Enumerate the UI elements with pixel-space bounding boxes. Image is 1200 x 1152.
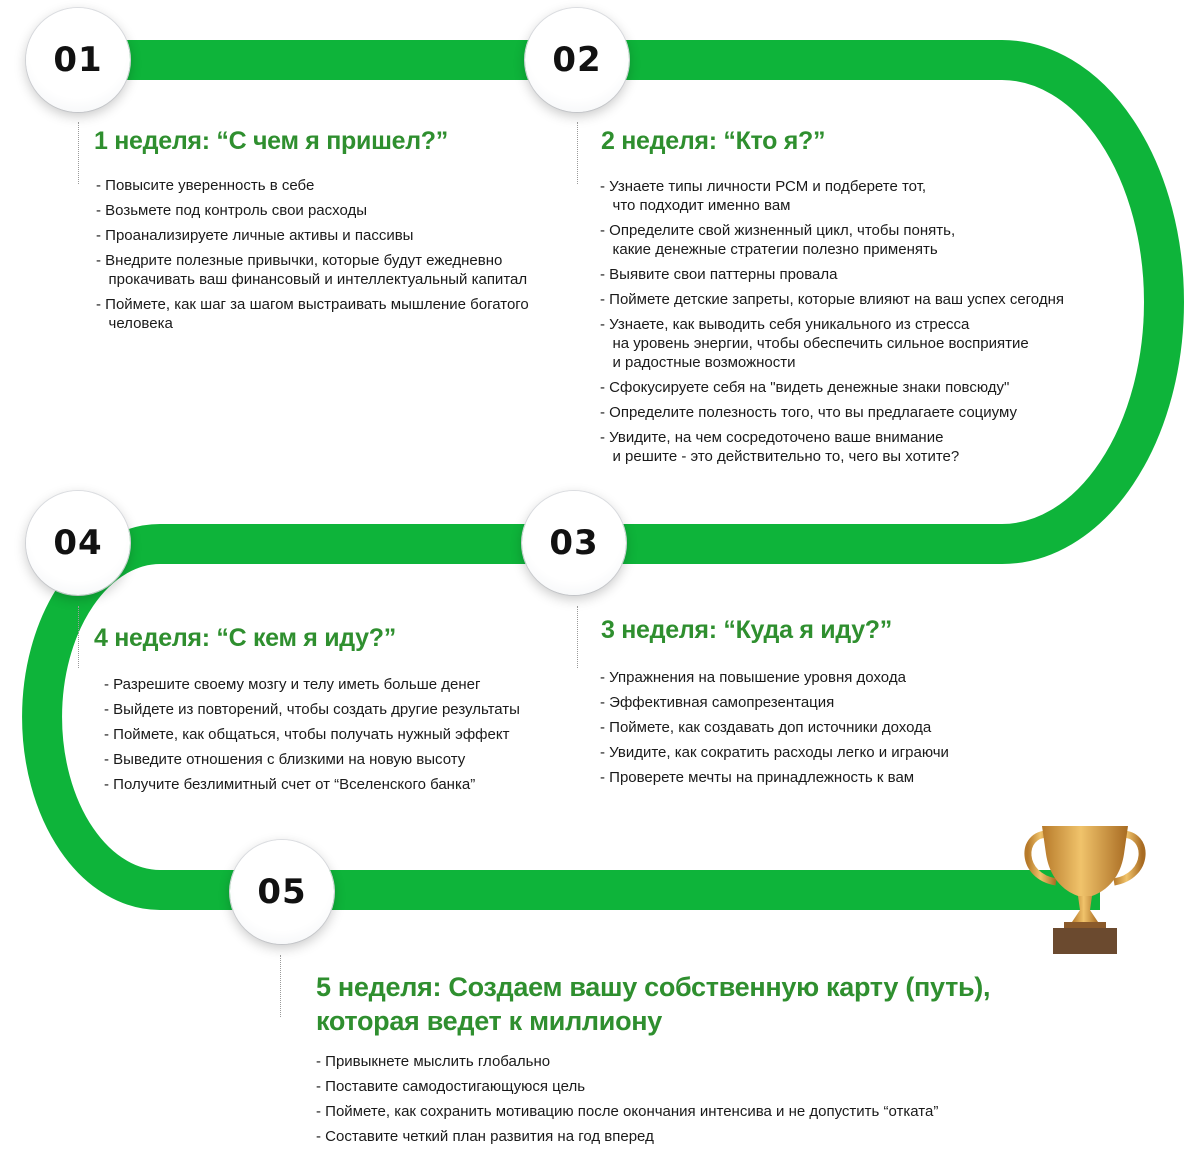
list-item: - Поймете, как общаться, чтобы получать … xyxy=(104,726,510,743)
step-number-label: 03 xyxy=(549,523,599,563)
list-item: - Увидите, на чем сосредоточено ваше вни… xyxy=(600,429,960,465)
step-number-label: 01 xyxy=(53,40,103,80)
step-number-04: 04 xyxy=(26,491,130,595)
list-item: - Возьмете под контроль свои расходы xyxy=(96,202,368,219)
step-1-title: 1 неделя: “С чем я пришел?” xyxy=(94,127,448,155)
list-item: - Внедрите полезные привычки, которые бу… xyxy=(96,252,528,288)
step-3-list: - Упражнения на повышение уровня дохода … xyxy=(600,668,949,793)
step-5-title-line-1: 5 неделя: Создаем вашу собственную карту… xyxy=(316,972,991,1002)
list-item: - Поймете, как создавать доп источники д… xyxy=(600,719,932,736)
connector-line-01 xyxy=(78,122,79,184)
list-item: - Привыкнете мыслить глобально xyxy=(316,1053,551,1070)
list-item: - Повысите уверенность в себе xyxy=(96,177,315,194)
list-item: - Упражнения на повышение уровня дохода xyxy=(600,669,906,686)
step-2-title: 2 неделя: “Кто я?” xyxy=(601,127,826,155)
list-item: - Получите безлимитный счет от “Вселенск… xyxy=(104,776,476,793)
list-item: - Выведите отношения с близкими на новую… xyxy=(104,751,466,768)
step-number-label: 04 xyxy=(53,523,103,563)
connector-line-03 xyxy=(577,606,578,668)
step-number-03: 03 xyxy=(522,491,626,595)
list-item: - Определите полезность того, что вы пре… xyxy=(600,404,1017,421)
step-4-list: - Разрешите своему мозгу и телу иметь бо… xyxy=(104,675,520,800)
step-3-title: 3 неделя: “Куда я иду?” xyxy=(601,616,892,644)
list-item: - Поймете, как шаг за шагом выстраивать … xyxy=(96,296,529,332)
list-item: - Проверете мечты на принадлежность к ва… xyxy=(600,769,915,786)
list-item: - Проанализируете личные активы и пассив… xyxy=(96,227,414,244)
connector-line-02 xyxy=(577,122,578,184)
step-4-title: 4 неделя: “С кем я иду?” xyxy=(94,624,396,652)
connector-line-05 xyxy=(280,955,281,1017)
list-item: - Сфокусируете себя на "видеть денежные … xyxy=(600,379,1010,396)
step-number-02: 02 xyxy=(525,8,629,112)
list-item: - Выявите свои паттерны провала xyxy=(600,266,838,283)
step-1-list: - Повысите уверенность в себе - Возьмете… xyxy=(96,176,529,339)
list-item: - Поставите самодостигающуюся цель xyxy=(316,1078,586,1095)
list-item: - Выйдете из повторений, чтобы создать д… xyxy=(104,701,520,718)
list-item: - Эффективная самопрезентация xyxy=(600,694,835,711)
list-item: - Увидите, как сократить расходы легко и… xyxy=(600,744,949,761)
step-5-list: - Привыкнете мыслить глобально - Постави… xyxy=(316,1052,938,1152)
list-item: - Поймете детские запреты, которые влияю… xyxy=(600,291,1064,308)
step-2-list: - Узнаете типы личности РСМ и подберете … xyxy=(600,177,1064,472)
list-item: - Определите свой жизненный цикл, чтобы … xyxy=(600,222,956,258)
step-number-label: 05 xyxy=(257,872,307,912)
list-item: - Разрешите своему мозгу и телу иметь бо… xyxy=(104,676,481,693)
list-item: - Узнаете, как выводить себя уникального… xyxy=(600,316,1029,371)
step-number-label: 02 xyxy=(552,40,602,80)
trophy-icon xyxy=(1024,826,1146,954)
track-path xyxy=(22,40,1184,910)
list-item: - Поймете, как сохранить мотивацию после… xyxy=(316,1103,939,1120)
step-number-05: 05 xyxy=(230,840,334,944)
connector-line-04 xyxy=(78,606,79,668)
step-number-01: 01 xyxy=(26,8,130,112)
list-item: - Узнаете типы личности РСМ и подберете … xyxy=(600,178,927,214)
step-5-title-line-2: которая ведет к миллиону xyxy=(316,1006,662,1036)
list-item: - Составите четкий план развития на год … xyxy=(316,1128,654,1145)
